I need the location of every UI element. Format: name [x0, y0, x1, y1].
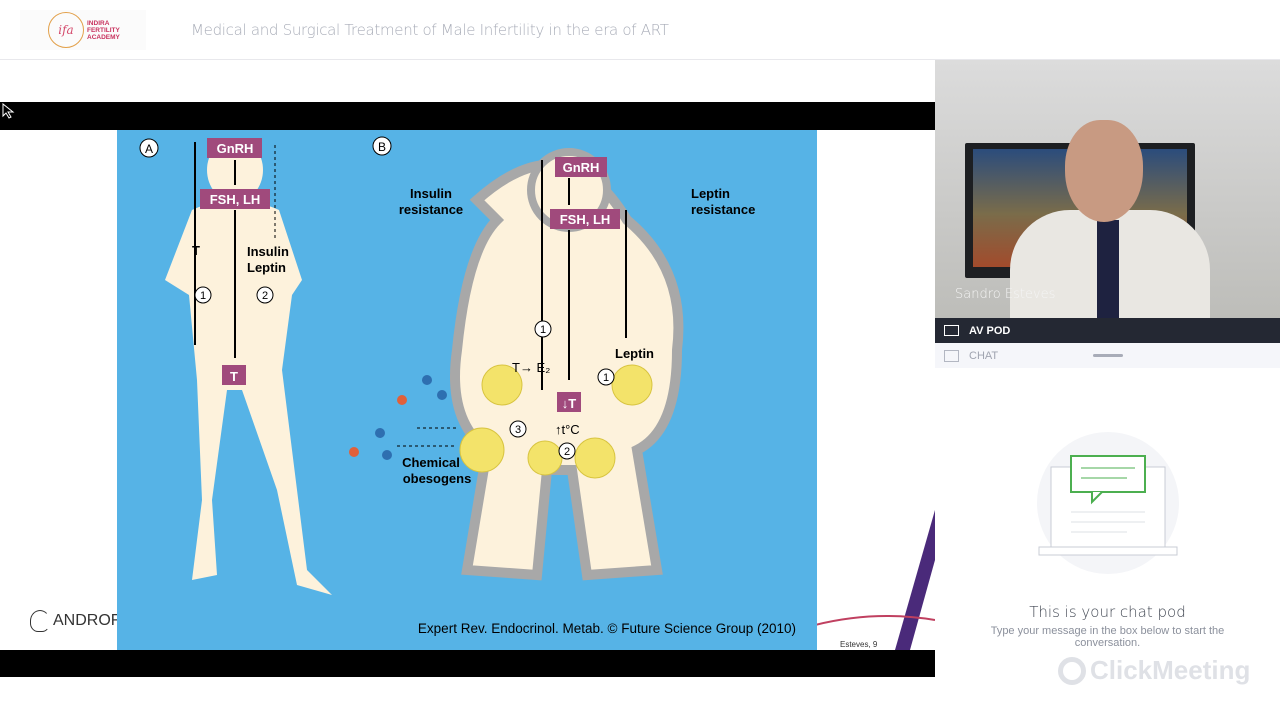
chat-empty-title: This is your chat pod — [1029, 603, 1186, 621]
presenter-name: Sandro Esteves — [955, 287, 1056, 302]
panel-b-label: B — [378, 140, 386, 154]
insulin-resistance-label-2: resistance — [399, 202, 463, 217]
gnrh-label-a: GnRH — [217, 141, 254, 156]
academy-logo[interactable]: ifa INDIRA FERTILITY ACADEMY — [20, 10, 146, 50]
t-box-b: ↓T — [562, 396, 577, 411]
presenter-head — [1065, 120, 1143, 222]
letterbox-bottom — [0, 650, 935, 677]
androfert-logo: ANDROF — [30, 610, 121, 632]
webinar-title: Medical and Surgical Treatment of Male I… — [191, 21, 669, 39]
slide-footer: Esteves, 9 — [840, 640, 878, 649]
chemical-obesogens-label: Chemical — [402, 455, 460, 470]
letterbox-top — [0, 102, 935, 130]
insulin-label-a: Insulin — [247, 244, 289, 259]
clickmeeting-logo: ClickMeeting — [1058, 655, 1250, 686]
mouse-cursor-icon — [2, 103, 15, 119]
av-pod-label: AV POD — [969, 324, 1011, 337]
fsh-lh-label-b: FSH, LH — [560, 212, 611, 227]
av-pod-header[interactable]: AV POD — [935, 318, 1280, 343]
fat-deposits — [459, 364, 653, 479]
clickmeeting-logo-text: ClickMeeting — [1090, 655, 1251, 685]
panel-a-label: A — [145, 142, 153, 156]
slide-decoration — [815, 510, 935, 650]
step-3-b: 3 — [515, 424, 521, 436]
logo-mark: ifa — [48, 12, 84, 48]
molecule-icons — [349, 375, 457, 460]
t-e2-label: T→ E₂ — [512, 360, 550, 375]
laptop-chat-icon — [1038, 455, 1178, 556]
presenter-video[interactable]: Sandro Esteves — [935, 60, 1280, 330]
temperature-label: ↑t°C — [555, 422, 580, 437]
figure-citation: Expert Rev. Endocrinol. Metab. © Future … — [418, 621, 796, 636]
leptin-resistance-label-2: resistance — [691, 202, 755, 217]
insulin-resistance-label: Insulin — [410, 186, 452, 201]
chat-pod-header[interactable]: CHAT — [935, 343, 1280, 368]
fsh-lh-label-a: FSH, LH — [210, 192, 261, 207]
chat-label: CHAT — [969, 349, 999, 362]
leptin-label-a: Leptin — [247, 260, 286, 275]
presenter-tie — [1097, 220, 1119, 320]
panel-a-labels: A GnRH FSH, LH T Insulin Leptin 1 2 T — [139, 138, 289, 385]
chat-empty-subtitle: Type your message in the box below to st… — [990, 625, 1225, 649]
figure-obesity-hypogonadism: A GnRH FSH, LH T Insulin Leptin 1 2 T B … — [117, 130, 817, 650]
leptin-label-b: Leptin — [615, 346, 654, 361]
chemical-obesogens-label-2: obesogens — [403, 471, 472, 486]
resize-handle[interactable] — [1093, 354, 1123, 357]
step-2-b: 2 — [564, 446, 570, 458]
step-1-b-leptin: 1 — [603, 372, 609, 384]
t-label-a: T — [192, 243, 200, 258]
logo-text: INDIRA FERTILITY ACADEMY — [87, 19, 120, 41]
t-box-a: T — [230, 369, 238, 384]
panel-b-labels: B GnRH FSH, LH Insulin resistance Leptin… — [349, 136, 755, 486]
leptin-resistance-label: Leptin — [691, 186, 730, 201]
gnrh-label-b: GnRH — [563, 160, 600, 175]
step-2-a: 2 — [262, 290, 268, 302]
chat-icon — [944, 349, 959, 362]
camera-icon — [944, 325, 959, 336]
chat-empty-illustration — [1037, 432, 1179, 574]
step-1-b: 1 — [540, 324, 546, 336]
androfert-logo-text: ANDROF — [53, 612, 121, 629]
step-1-a: 1 — [200, 290, 206, 302]
header: ifa INDIRA FERTILITY ACADEMY Medical and… — [0, 0, 1280, 60]
